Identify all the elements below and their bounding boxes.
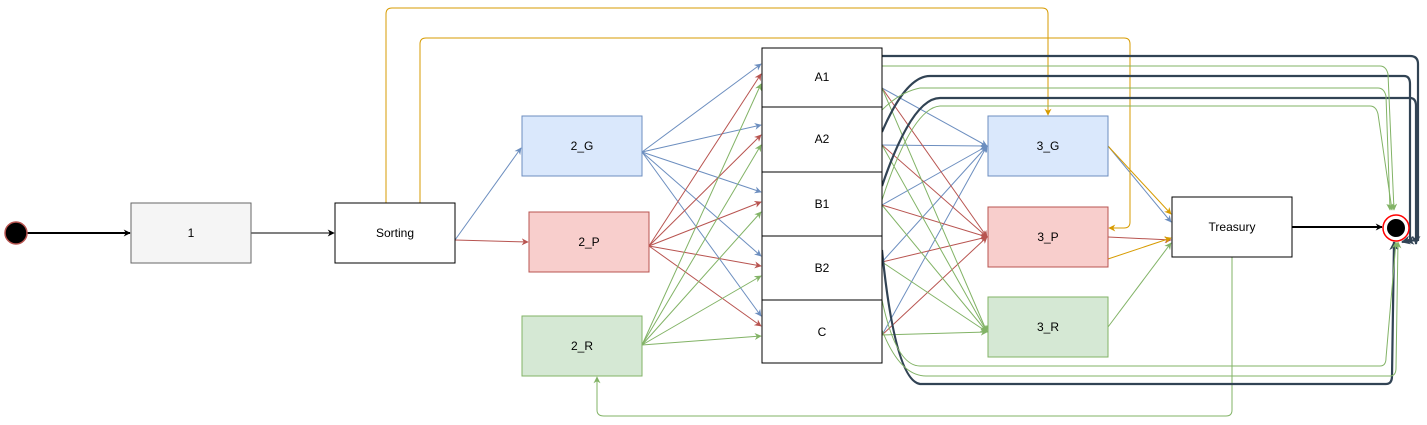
state-treasury-label: Treasury xyxy=(1209,220,1256,234)
edge-red-26 xyxy=(881,144,988,238)
state-3-p-label: 3_P xyxy=(1037,230,1058,244)
state-treasury[interactable]: Treasury xyxy=(1171,196,1293,258)
state-b1[interactable]: B1 xyxy=(761,171,883,237)
edge-red-11 xyxy=(648,134,762,247)
edge-blue-8 xyxy=(641,151,762,257)
edge-blue-21 xyxy=(881,142,988,150)
edge-green-33 xyxy=(881,261,988,333)
edge-gold-42 xyxy=(419,37,1131,232)
end-node[interactable] xyxy=(1382,214,1410,242)
edge-blue-35 xyxy=(1107,145,1172,223)
state-2-p-label: 2_P xyxy=(578,235,599,249)
edge-red-12 xyxy=(648,201,762,247)
edge-green-30 xyxy=(881,87,988,333)
edge-green-32 xyxy=(881,204,988,333)
start-node[interactable] xyxy=(4,221,28,245)
edge-blue-5 xyxy=(641,63,762,153)
state-sorting-label: Sorting xyxy=(376,226,414,240)
state-b2[interactable]: B2 xyxy=(761,235,883,301)
edge-blue-23 xyxy=(881,145,988,263)
edge-green-31 xyxy=(881,144,988,333)
edge-blue-7 xyxy=(641,151,762,194)
state-2-r[interactable]: 2_R xyxy=(521,315,643,377)
state-a1[interactable]: A1 xyxy=(761,47,883,108)
edge-green-48 xyxy=(882,65,1398,211)
edge-blue-3 xyxy=(454,147,522,241)
edge-red-10 xyxy=(648,73,762,247)
edge-green-43 xyxy=(593,257,1233,417)
state-3-g-label: 3_G xyxy=(1037,139,1060,153)
edge-red-4 xyxy=(454,238,529,246)
edge-red-29 xyxy=(881,236,988,336)
edge-green-49 xyxy=(881,87,1394,211)
state-2-r-label: 2_R xyxy=(571,339,593,353)
edge-green-37 xyxy=(1107,242,1172,328)
state-sorting[interactable]: Sorting xyxy=(334,202,456,264)
state-1[interactable]: 1 xyxy=(130,202,252,264)
edge-green-34 xyxy=(881,328,988,336)
edge-blue-6 xyxy=(641,122,762,153)
edge-green-19 xyxy=(641,332,762,346)
edge-layer xyxy=(27,7,1421,417)
edge-red-13 xyxy=(648,245,762,269)
edge-green-15 xyxy=(641,83,762,346)
state-b2-label: B2 xyxy=(815,261,830,275)
edge-green-18 xyxy=(641,275,762,346)
edge-red-28 xyxy=(881,235,988,263)
state-2-g[interactable]: 2_G xyxy=(521,115,643,177)
state-a2-label: A2 xyxy=(815,132,830,146)
state-3-g[interactable]: 3_G xyxy=(987,115,1109,177)
edge-blue-9 xyxy=(641,151,762,317)
edge-blue-22 xyxy=(881,145,988,206)
edge-gold-41 xyxy=(385,7,1052,203)
state-c[interactable]: C xyxy=(761,299,883,364)
edge-red-27 xyxy=(881,204,988,239)
state-a2[interactable]: A2 xyxy=(761,106,883,173)
edge-blue-24 xyxy=(881,145,988,336)
edge-dark-44 xyxy=(882,54,1420,245)
edge-dark-47 xyxy=(880,241,1399,386)
edge-green-17 xyxy=(641,211,762,346)
state-1-label: 1 xyxy=(188,226,195,240)
state-a1-label: A1 xyxy=(815,70,830,84)
edge-red-25 xyxy=(881,87,988,238)
state-3-r[interactable]: 3_R xyxy=(987,296,1109,358)
state-3-p[interactable]: 3_P xyxy=(987,206,1109,268)
state-b1-label: B1 xyxy=(815,197,830,211)
edge-green-50 xyxy=(881,105,1395,211)
edge-green-52 xyxy=(881,241,1402,377)
edge-green-16 xyxy=(641,144,762,346)
edge-dark-45 xyxy=(880,74,1412,245)
edge-green-51 xyxy=(881,241,1399,367)
edge-dark-46 xyxy=(880,96,1421,245)
edge-gold-39 xyxy=(1107,236,1172,260)
edge-red-36 xyxy=(1107,236,1172,244)
state-c-label: C xyxy=(818,325,827,339)
edge-red-14 xyxy=(648,245,762,327)
state-3-r-label: 3_R xyxy=(1037,320,1059,334)
state-2-g-label: 2_G xyxy=(571,139,594,153)
state-2-p[interactable]: 2_P xyxy=(528,211,650,273)
edge-gold-38 xyxy=(1107,145,1172,215)
